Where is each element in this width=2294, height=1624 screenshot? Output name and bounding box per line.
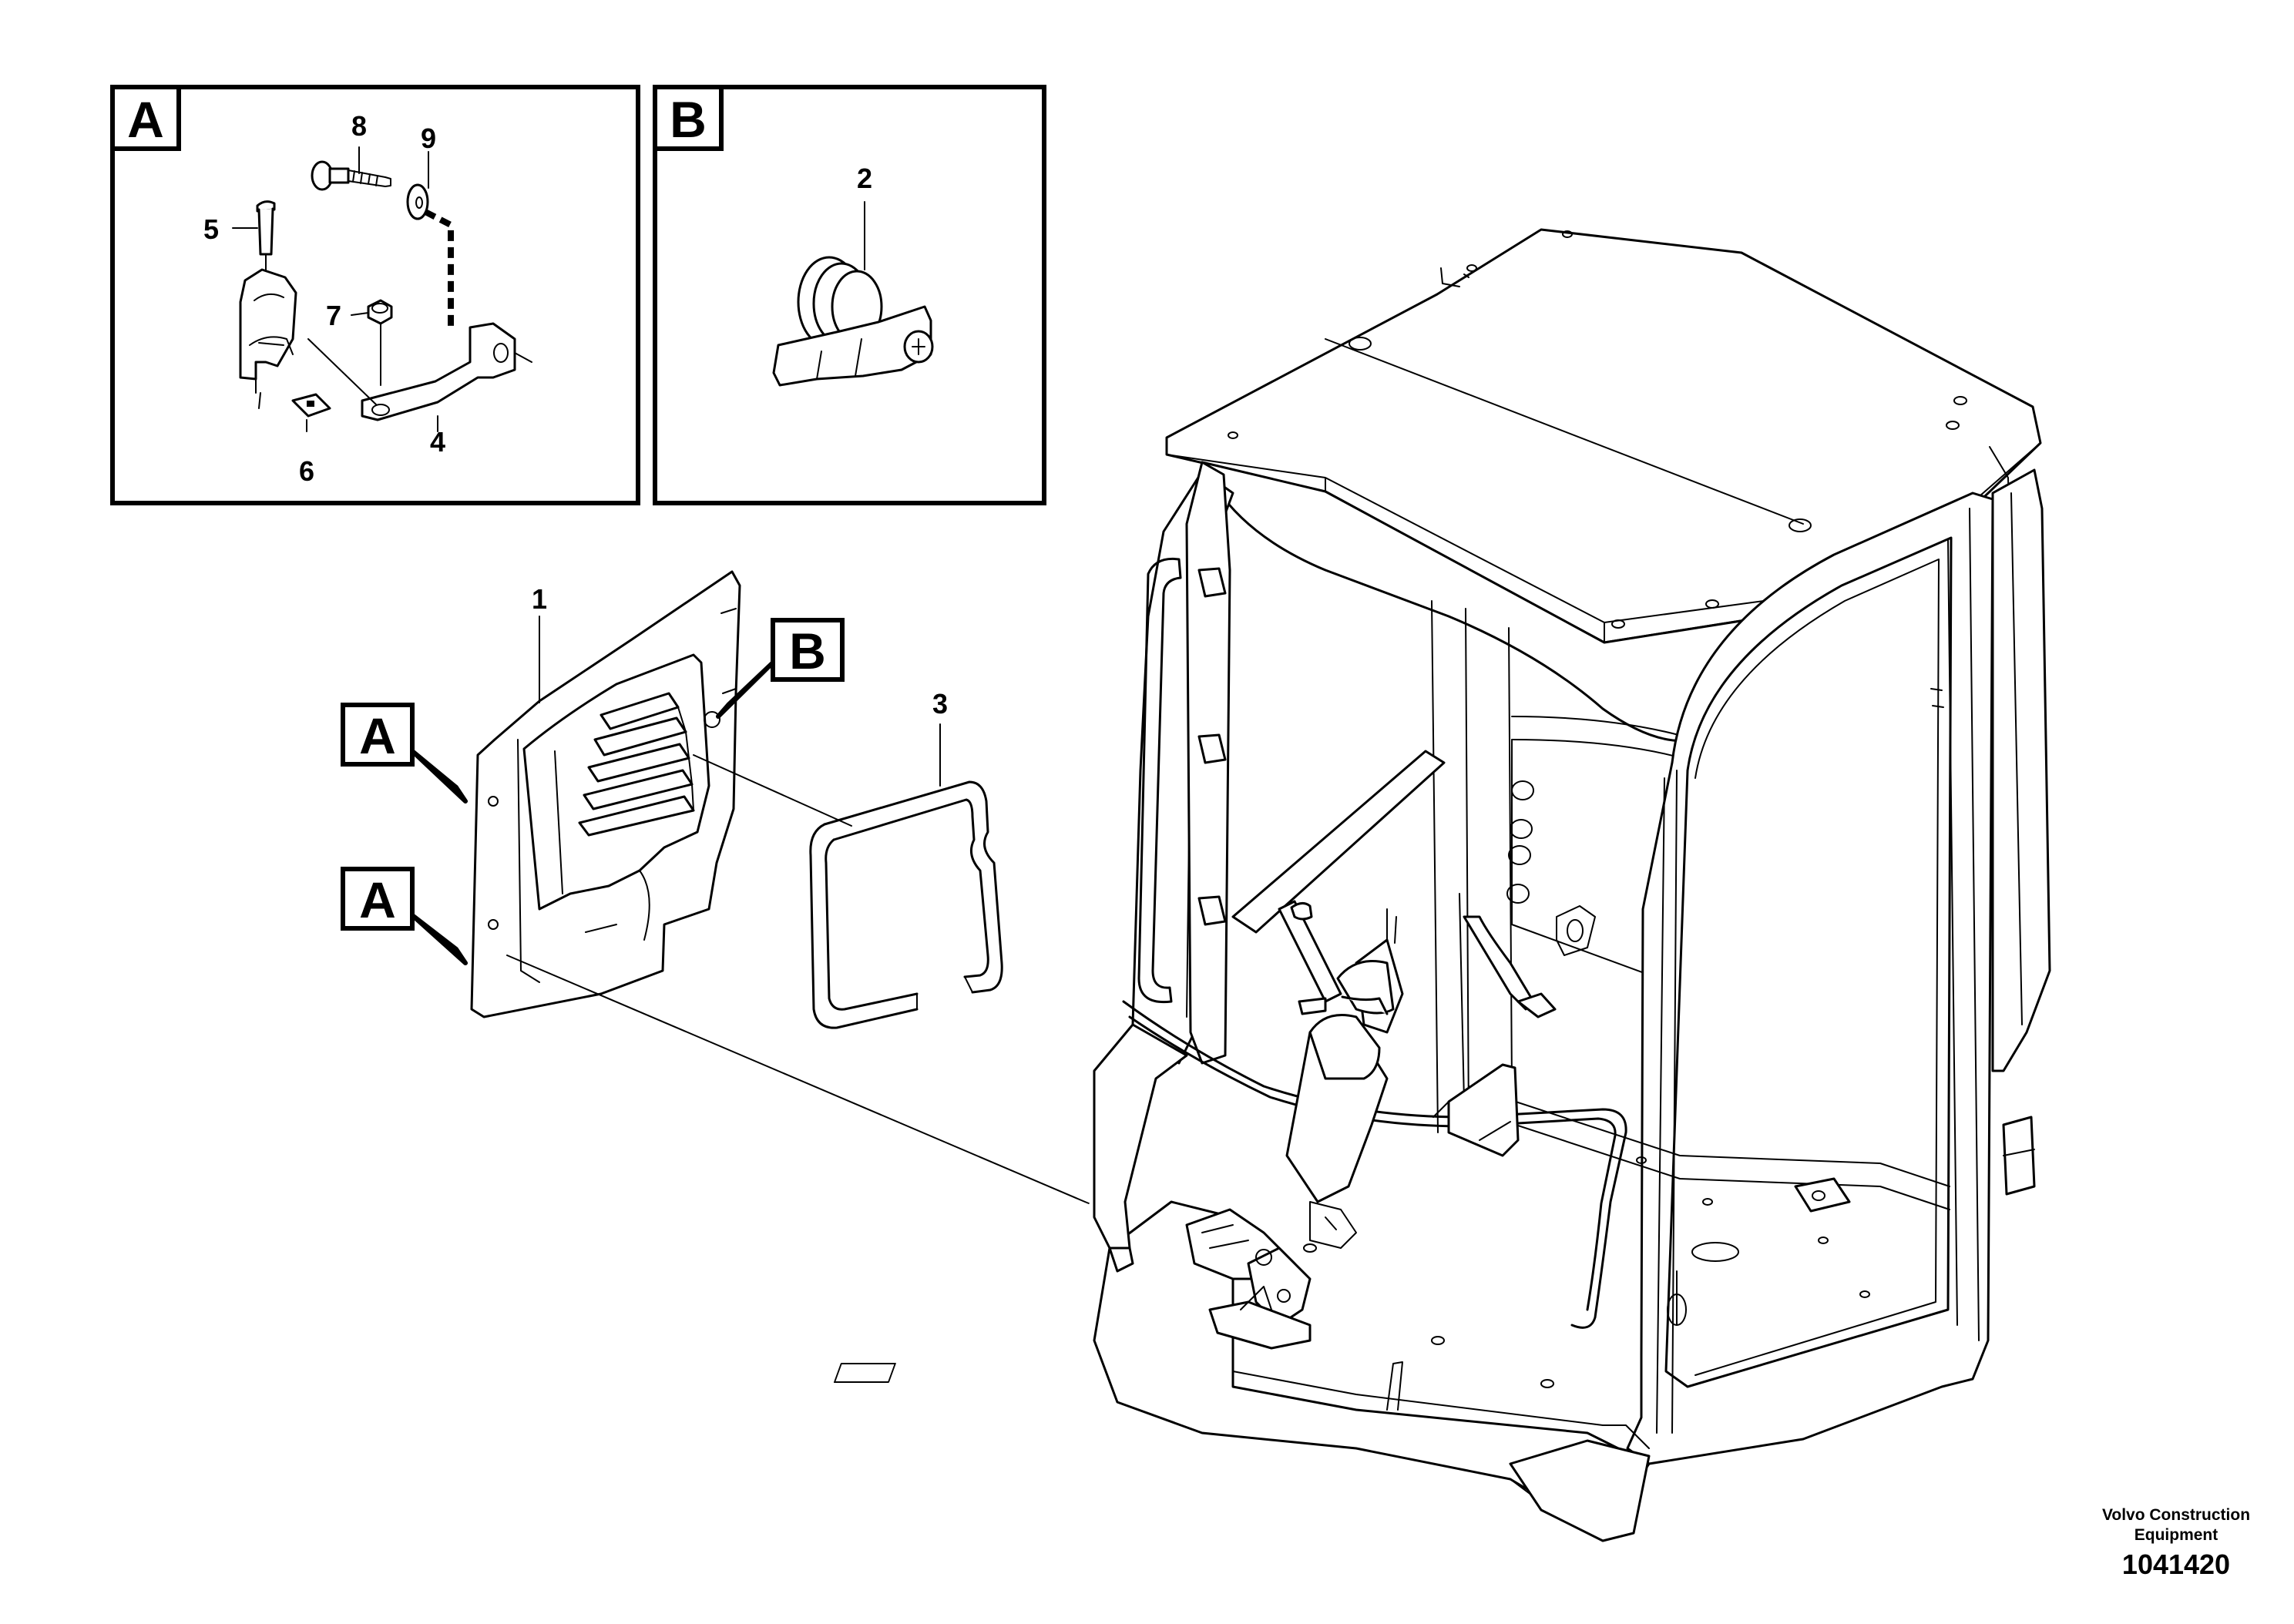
svg-text:B: B [789,622,826,679]
pin-part [256,200,276,278]
assembly-path [424,209,454,331]
marker-a-upper: A [341,703,468,804]
nut-part [367,299,393,386]
detail-b-panel: B 2 [653,85,1046,505]
detail-b-frame [653,85,1046,505]
lock-part [772,256,934,387]
detail-a-letter-box [110,85,181,151]
callout-9: 9 [421,122,436,154]
callout-1: 1 [532,583,547,615]
bracket-part [307,322,532,421]
callout-3: 3 [932,688,948,720]
marker-a-lower: A [341,867,468,965]
detail-b-letter: B [670,91,707,148]
bolt-part [311,160,391,191]
callout-6: 6 [299,455,314,487]
side-panel-part [470,570,741,1018]
svg-text:A: A [359,707,396,764]
callout-5: 5 [203,213,219,245]
detail-b-letter-box [653,85,724,151]
marker-b: B [716,618,845,719]
detail-a-letter: A [127,91,164,148]
svg-text:A: A [359,871,396,928]
washer-part [406,183,429,220]
callout-8: 8 [351,110,367,142]
assembly-lines [506,754,1086,1203]
document-number: 1041420 [2122,1549,2230,1580]
clip-nut-part [291,393,331,418]
clip-bracket-part [239,268,297,409]
left-grab-handle [1137,557,1182,1004]
seal-part [809,780,1003,1029]
wiring-harness [1122,1000,1627,1329]
company-name-line2: Equipment [2134,1526,2218,1544]
callout-7: 7 [326,300,341,331]
callout-4: 4 [430,426,445,458]
cab-assembly [833,228,2051,1542]
company-name-line1: Volvo Construction [2102,1506,2250,1524]
steering-column [1278,900,1404,1203]
detail-a-frame [110,85,640,505]
callout-2: 2 [857,163,872,194]
detail-a-panel: A [110,85,640,505]
footer-block: Volvo Construction Equipment 1041420 [2102,1506,2250,1580]
